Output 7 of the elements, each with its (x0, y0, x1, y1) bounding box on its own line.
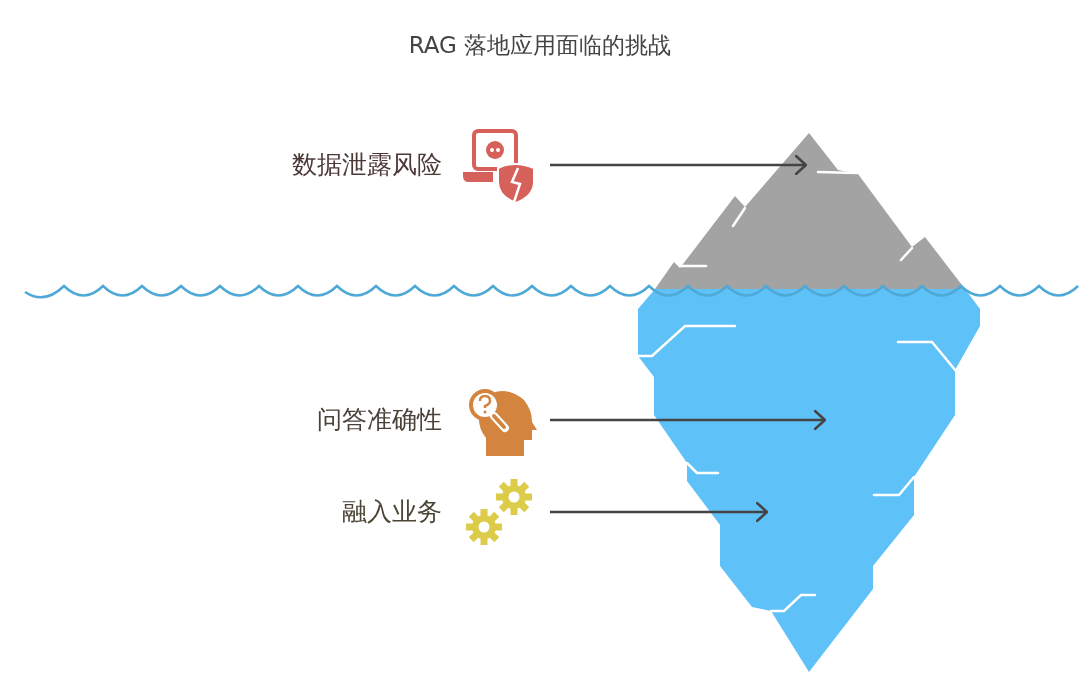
arrow (550, 409, 827, 431)
challenge-label: 融入业务 (342, 497, 442, 526)
challenge-label: 问答准确性 (317, 405, 442, 434)
challenge-label: 数据泄露风险 (292, 150, 442, 179)
arrow (550, 154, 808, 176)
arrow (550, 501, 769, 523)
diagram-title: RAG 落地应用面临的挑战 (407, 31, 673, 60)
